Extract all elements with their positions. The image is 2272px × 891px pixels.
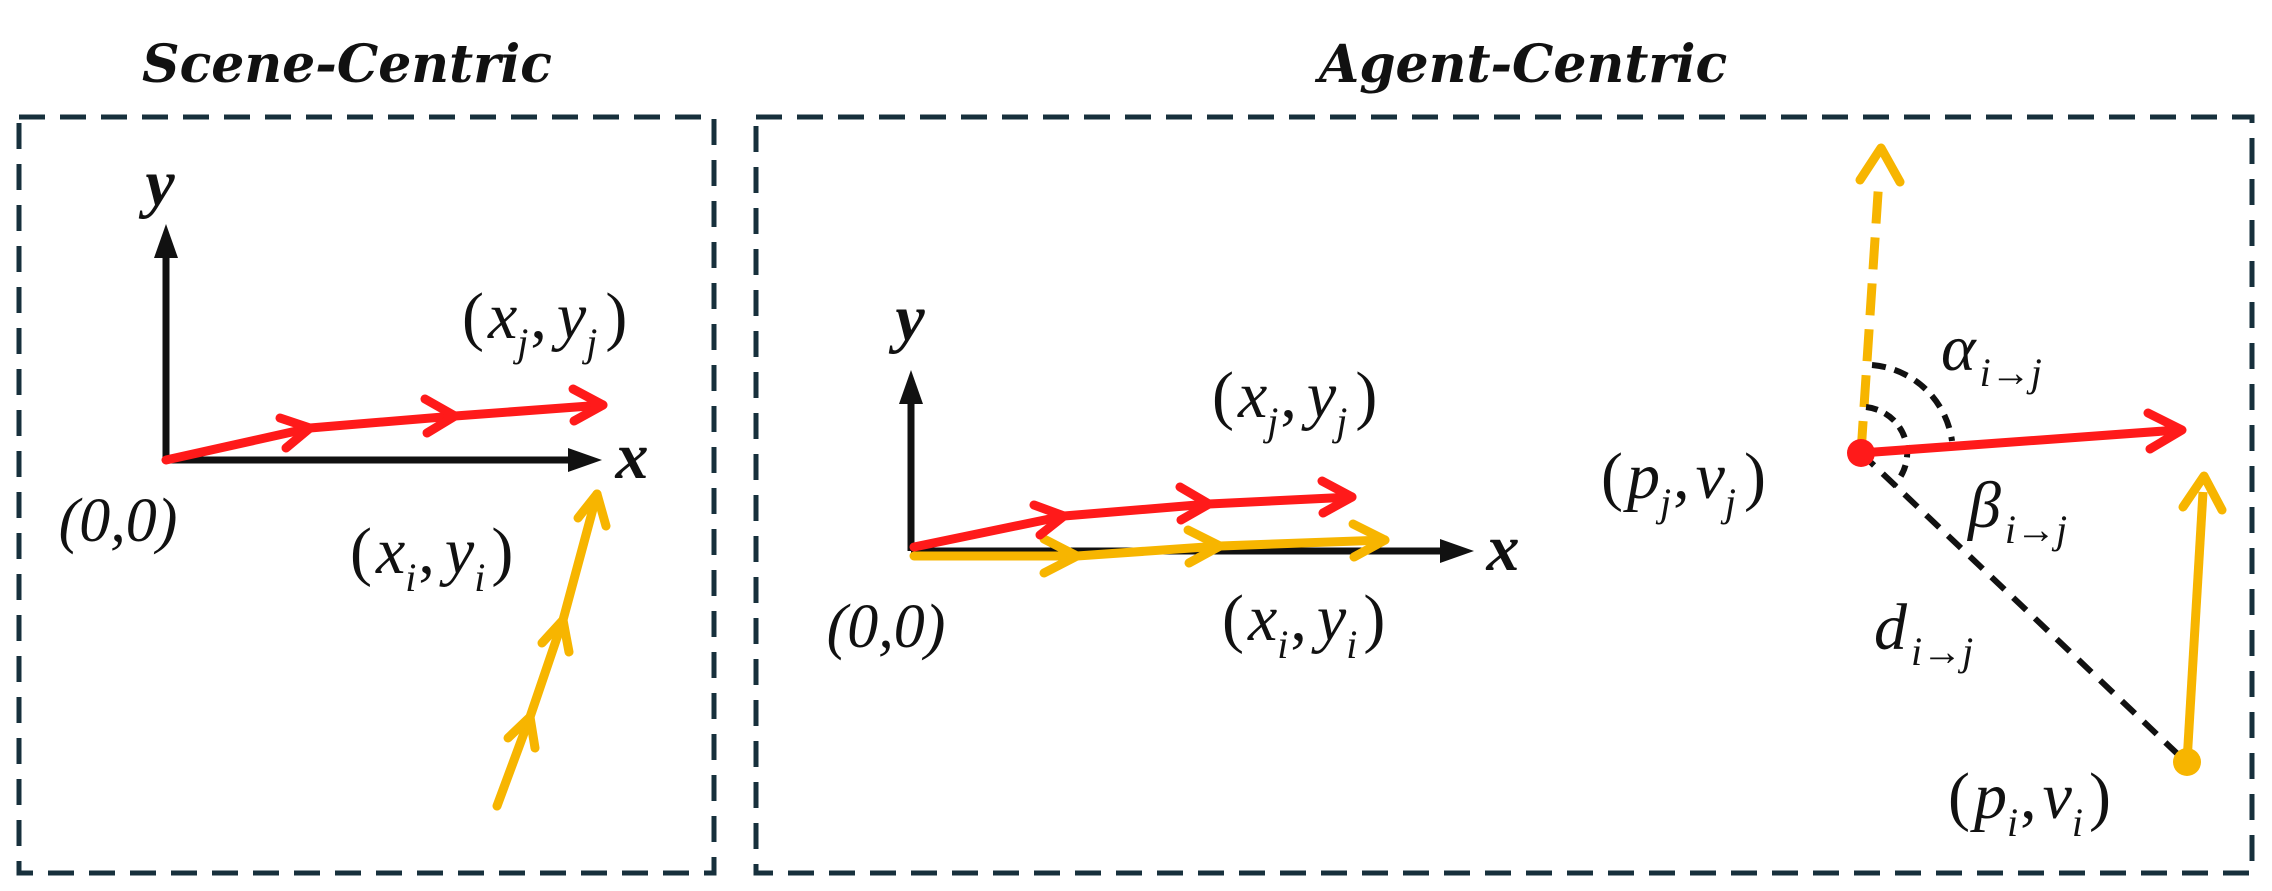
scene-j-arrowhead-3 [568, 384, 608, 426]
scene-point-i-label: (xi,yi) [350, 515, 513, 600]
agent-i-arrowhead-1 [1039, 534, 1082, 578]
scene-i-arrowhead-2 [537, 615, 574, 657]
agent-i-arrowhead-3 [1348, 519, 1390, 562]
scene-point-j-label: (xj,yj) [462, 280, 627, 365]
scene-centric-title: Scene-Centric [142, 34, 552, 95]
scene-origin-label: (0,0) [59, 487, 178, 555]
scene-j-arrowhead-2 [420, 394, 460, 438]
scene-i-arrowhead-1 [503, 712, 540, 753]
distance-line [1858, 450, 2189, 765]
agent-i-velocity [2178, 471, 2227, 763]
agent-point-j-label: (xj,yj) [1212, 359, 1377, 444]
agent-trajectory-j [909, 476, 1357, 552]
beta-angle-arc [1865, 404, 1911, 489]
agent-j-state-label: (pj,vj) [1601, 440, 1766, 525]
agent-point-i-label: (xi,yi) [1222, 582, 1385, 667]
agent-j-position-dot [1847, 439, 1875, 467]
agent-origin-label: (0,0) [827, 593, 946, 661]
agent-centric-frame [753, 114, 2255, 876]
scene-i-arrowhead-3 [573, 489, 611, 531]
scene-x-axis-label: x [615, 420, 649, 493]
agent-j-arrowhead-1 [1029, 500, 1069, 540]
agent-i-state-label: (pi,vi) [1948, 760, 2111, 845]
agent-j-arrowhead-3 [1317, 476, 1357, 518]
agent-x-axis-label: x [1486, 512, 1520, 585]
agent-j-velocity [1860, 408, 2187, 458]
agent-j-arrowhead-2 [1175, 482, 1214, 525]
scene-trajectory-j [161, 384, 608, 465]
agent-y-axis-label: y [888, 282, 925, 355]
alpha-angle-arc [1871, 362, 1955, 442]
scene-trajectory-i [492, 489, 611, 811]
agent-i-position-dot [2173, 748, 2201, 776]
scene-y-axis-label: y [138, 147, 175, 220]
scene-j-arrowhead-1 [275, 413, 315, 453]
scene-centric-axes [154, 224, 602, 472]
agent-j-heading-dashed [1855, 143, 1905, 454]
agent-trajectory-i [909, 519, 1390, 578]
agent-centric-title: Agent-Centric [1314, 34, 1727, 95]
scene-centric-frame [16, 114, 717, 876]
agent-i-arrowhead-2 [1183, 525, 1225, 568]
